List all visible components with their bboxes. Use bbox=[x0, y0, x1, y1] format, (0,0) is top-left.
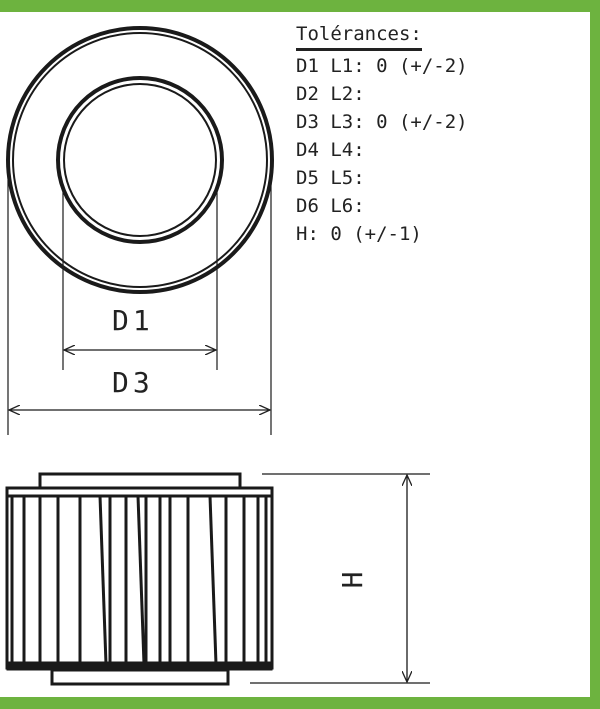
top-cap bbox=[38, 472, 242, 490]
d1-label: D1 bbox=[112, 304, 154, 337]
tolerance-line: D6 L6: bbox=[296, 195, 365, 217]
green-frame-right bbox=[590, 0, 600, 709]
tolerance-line: D2 L2: bbox=[296, 83, 365, 105]
tolerance-line: D4 L4: bbox=[296, 139, 365, 161]
pleat-line bbox=[136, 495, 146, 665]
inner-ring bbox=[56, 76, 224, 244]
pleat-line bbox=[98, 495, 108, 665]
d3-label: D3 bbox=[112, 366, 154, 399]
outer-circle-inner-edge bbox=[12, 32, 268, 288]
top-view bbox=[6, 26, 274, 435]
inner-ring-edge bbox=[63, 83, 217, 237]
green-frame-bottom bbox=[0, 697, 600, 709]
pleat-line bbox=[208, 495, 218, 665]
tolerance-line: D3 L3: 0 (+/-2) bbox=[296, 111, 468, 133]
side-view bbox=[5, 472, 430, 686]
tolerance-line: D1 L1: 0 (+/-2) bbox=[296, 55, 468, 77]
bottom-cap bbox=[50, 668, 230, 686]
h-label: H bbox=[336, 568, 369, 589]
tolerances-panel: Tolérances: D1 L1: 0 (+/-2) D2 L2: D3 L3… bbox=[296, 20, 468, 248]
tolerance-line: D5 L5: bbox=[296, 167, 365, 189]
green-frame-top bbox=[0, 0, 600, 12]
outer-circle bbox=[6, 26, 274, 294]
tolerances-title: Tolérances: bbox=[296, 22, 422, 51]
tolerance-line: H: 0 (+/-1) bbox=[296, 223, 422, 245]
